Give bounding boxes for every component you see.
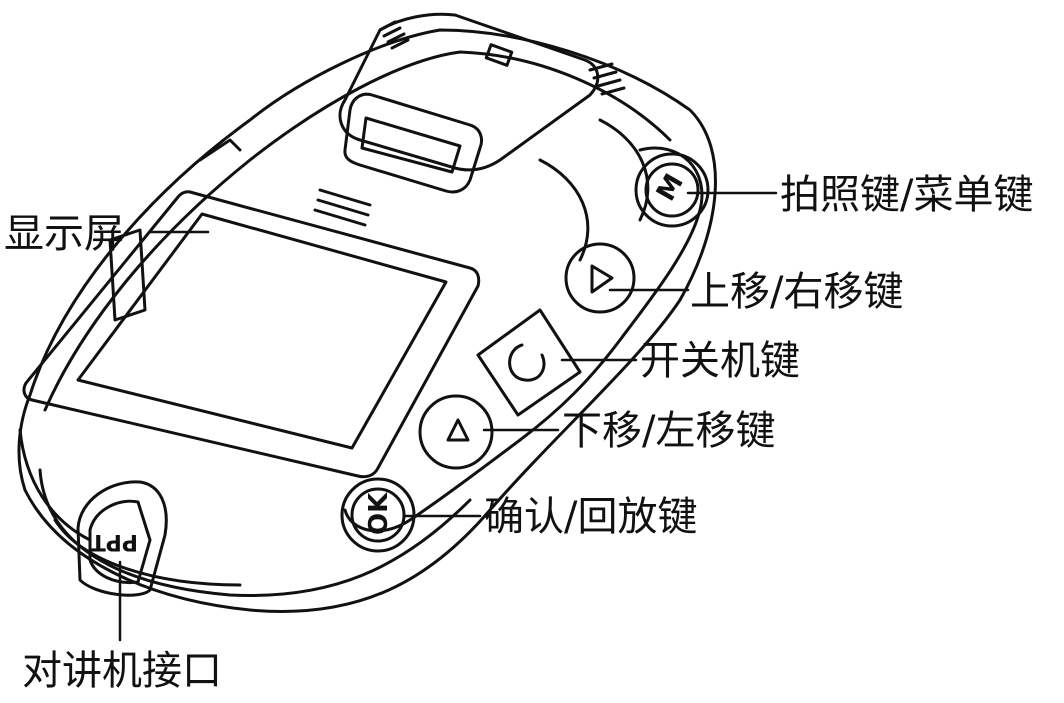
button-column <box>343 146 704 533</box>
ok-button-text: OK <box>364 492 394 535</box>
label-down-left: 下移/左移键 <box>562 408 775 454</box>
display-screen <box>22 190 481 479</box>
triangle-up-icon <box>446 418 470 442</box>
capture-menu-button[interactable]: M <box>634 152 710 228</box>
ptt-text: PPT <box>91 529 138 554</box>
up-right-button[interactable] <box>564 242 636 314</box>
down-left-button[interactable] <box>418 394 494 470</box>
belt-clip <box>338 12 626 194</box>
label-intercom-port: 对讲机接口 <box>22 648 222 694</box>
intercom-port: PPT <box>76 480 168 597</box>
label-display: 显示屏 <box>4 211 124 257</box>
label-power: 开关机键 <box>640 338 800 384</box>
power-icon <box>508 343 546 382</box>
labels: 显示屏 拍照键/菜单键 上移/右移键 开关机键 下移/左移键 确认/回放键 对讲… <box>4 172 1033 694</box>
triangle-right-icon <box>590 264 614 294</box>
label-ok-playback: 确认/回放键 <box>484 494 697 540</box>
label-capture-menu: 拍照键/菜单键 <box>780 172 1033 218</box>
ok-playback-button[interactable]: OK <box>340 477 416 553</box>
power-button[interactable] <box>476 308 582 417</box>
m-button-text: M <box>651 169 690 206</box>
leader-lines <box>118 191 778 642</box>
speaker-grille <box>313 188 372 227</box>
label-up-right: 上移/右移键 <box>690 269 903 315</box>
